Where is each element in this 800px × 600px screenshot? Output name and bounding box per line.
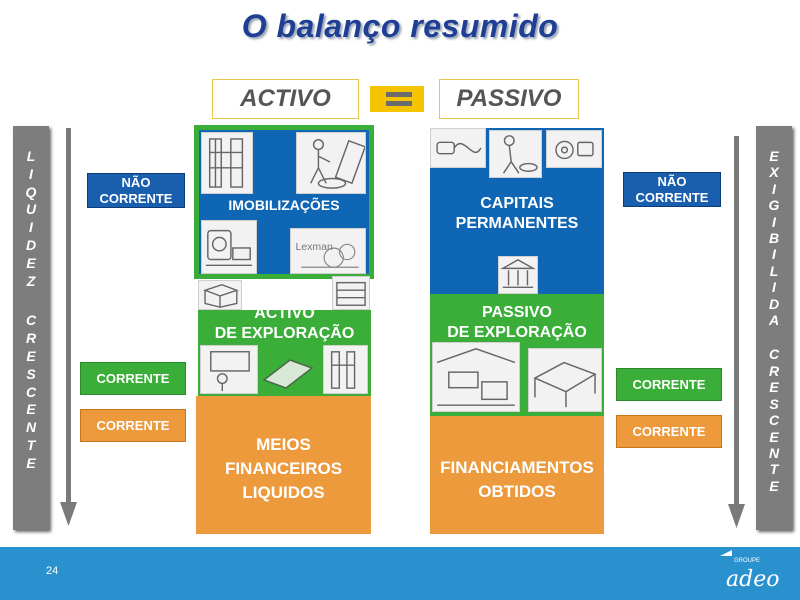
footer-bar <box>0 547 800 600</box>
equals-icon <box>370 86 424 112</box>
workshop-picture <box>432 342 520 412</box>
financ-line1: FINANCIAMENTOS <box>440 458 594 477</box>
shelves-picture <box>332 276 370 310</box>
page-number: 24 <box>46 565 59 577</box>
activo-exploracao-line1: ACTIVO <box>254 305 315 322</box>
axis-letter: N <box>25 419 37 436</box>
corrente-orange-right-tag: CORRENTE <box>616 415 722 448</box>
imobilizacoes-label: IMOBILIZAÇÕES <box>228 197 340 213</box>
axis-letter: S <box>769 395 779 412</box>
bank-building-picture <box>498 256 538 294</box>
nao-corrente-left-tag: NÃO CORRENTE <box>87 173 185 208</box>
axis-letter: Z <box>26 272 36 289</box>
machine-picture <box>201 220 257 274</box>
axis-letter: B <box>768 230 780 247</box>
axis-letter: C <box>768 412 780 429</box>
axis-letter: Q <box>25 183 37 200</box>
left-down-arrow-icon <box>60 128 77 526</box>
axis-letter: C <box>25 312 37 329</box>
axis-letter: I <box>772 246 776 263</box>
axis-letter: A <box>768 312 780 329</box>
axis-letter: L <box>769 262 779 279</box>
axis-letter: T <box>26 436 36 453</box>
passivo-header: PASSIVO <box>439 79 579 119</box>
axis-letter: E <box>769 477 779 494</box>
axis-letter: I <box>772 180 776 197</box>
axis-letter: R <box>768 362 780 379</box>
capitais-line2: PERMANENTES <box>455 215 579 232</box>
axis-letter: D <box>768 295 780 312</box>
financiamentos-block <box>430 416 604 534</box>
passivo-exploracao-line2: DE EXPLORAÇÃO <box>447 324 587 341</box>
page-title: O balanço resumido <box>241 8 559 44</box>
axis-letter: X <box>769 164 779 181</box>
axis-letter: U <box>25 201 37 218</box>
corrente-orange-left-tag: CORRENTE <box>80 409 186 442</box>
pallet-picture <box>323 345 368 394</box>
meios-line2: FINANCEIROS <box>224 459 343 478</box>
nao-corrente-right-tag: NÃO CORRENTE <box>623 172 721 207</box>
activo-exploracao-line2: DE EXPLORAÇÃO <box>214 325 355 342</box>
logo-group-text: GROUPE <box>734 558 760 564</box>
box-picture <box>198 280 242 310</box>
liquidez-crescente-bar: L I Q U I D E Z C R E S C E N T E <box>13 126 49 530</box>
conveyor-picture <box>260 350 316 390</box>
activo-header: ACTIVO <box>212 79 359 119</box>
axis-letter: T <box>769 461 779 478</box>
meios-line3: LIQUIDOS <box>242 483 325 502</box>
gardener-picture <box>489 130 542 178</box>
corrente-green-right-tag: CORRENTE <box>616 368 722 401</box>
axis-letter: G <box>768 197 780 214</box>
axis-letter: E <box>769 428 779 445</box>
meios-financeiros-block <box>196 396 371 534</box>
axis-letter: I <box>29 165 33 182</box>
axis-letter: L <box>26 148 36 164</box>
lexman-picture: Lexman <box>290 228 366 274</box>
axis-letter: R <box>25 330 37 347</box>
right-down-arrow-icon <box>728 136 745 528</box>
passivo-exploracao-line1: PASSIVO <box>482 304 552 321</box>
axis-letter: E <box>769 148 779 164</box>
axis-letter: I <box>772 213 776 230</box>
axis-letter: E <box>26 454 36 471</box>
exigibilidade-crescente-bar: E X I G I B I L I D A C R E S C E N T E <box>756 126 792 530</box>
hose-picture <box>430 128 486 168</box>
tools-picture <box>296 132 366 194</box>
axis-letter: C <box>25 383 37 400</box>
axis-letter: N <box>768 444 780 461</box>
worker-picture <box>200 345 258 394</box>
parts-picture <box>546 130 602 168</box>
axis-letter: E <box>769 379 779 396</box>
axis-letter: E <box>26 401 36 418</box>
financ-line2: OBTIDOS <box>478 482 556 501</box>
logo-name-text: adeo <box>726 567 779 592</box>
axis-letter: D <box>25 236 37 253</box>
axis-letter: C <box>768 346 780 363</box>
axis-letter: I <box>29 219 33 236</box>
meios-line1: MEIOS <box>256 435 311 454</box>
axis-letter: I <box>772 279 776 296</box>
axis-letter: S <box>26 365 36 382</box>
axis-letter: E <box>26 347 36 364</box>
adeo-logo: GROUPE adeo <box>720 550 780 594</box>
scaffold-picture <box>201 132 253 194</box>
corrente-green-left-tag: CORRENTE <box>80 362 186 395</box>
lexman-text: Lexman <box>295 241 333 253</box>
capitais-line1: CAPITAIS <box>480 195 554 212</box>
checkout-picture <box>528 348 602 412</box>
axis-letter: E <box>26 254 36 271</box>
